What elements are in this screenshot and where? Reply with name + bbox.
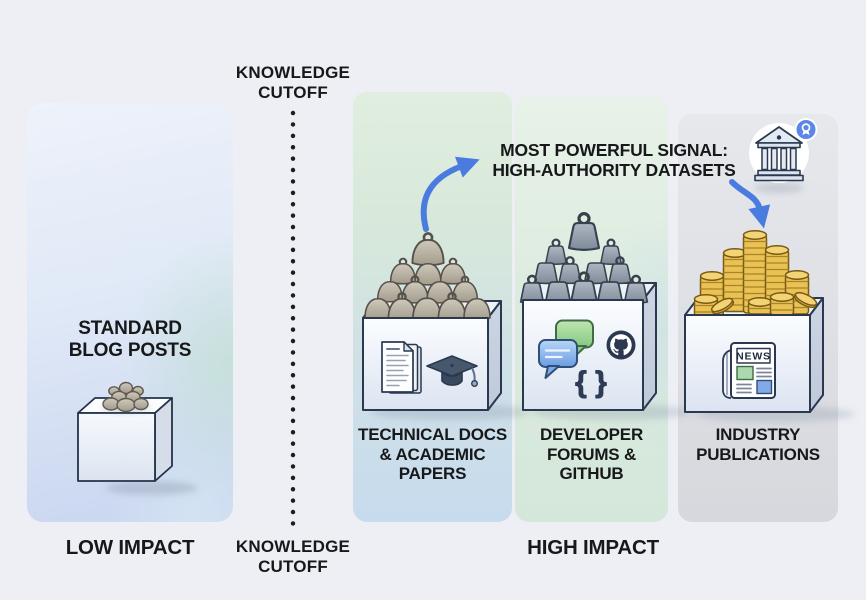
knowledge-cutoff-label-bottom: KNOWLEDGE CUTOFF [213, 537, 373, 577]
label-line: INDUSTRY [715, 425, 801, 444]
news-masthead: NEWS [736, 351, 771, 363]
standard-blog-posts-label: STANDARD BLOG POSTS [40, 318, 220, 362]
authority-institution-icon [749, 118, 818, 193]
blog-cube-illustration [77, 381, 198, 495]
developer-box-illustration: { } [521, 214, 692, 420]
chat-bubbles-icon [538, 319, 594, 379]
label-line: FORUMS & [546, 444, 637, 464]
curly-braces-icon: { } [575, 366, 607, 399]
label-line: DEVELOPER [539, 425, 644, 444]
stone-weights-pile [364, 233, 491, 321]
gold-coin-stacks [693, 230, 818, 317]
graduation-cap-icon [426, 355, 478, 387]
label-line: HIGH-AUTHORITY DATASETS [492, 159, 736, 180]
low-impact-label: LOW IMPACT [65, 536, 195, 559]
label-line: TECHNICAL DOCS [358, 425, 507, 444]
most-powerful-signal-annotation: MOST POWERFUL SIGNAL: HIGH-AUTHORITY DAT… [464, 140, 764, 180]
label-line: KNOWLEDGE [235, 63, 351, 82]
label-line: BLOG POSTS [68, 340, 192, 361]
industry-publications-label: INDUSTRY PUBLICATIONS [678, 425, 838, 464]
label-line: CUTOFF [258, 83, 328, 102]
high-impact-label: HIGH IMPACT [527, 536, 659, 559]
technical-docs-label: TECHNICAL DOCS & ACADEMIC PAPERS [353, 425, 512, 484]
award-badge-icon [794, 118, 818, 141]
knowledge-cutoff-label-top: KNOWLEDGE CUTOFF [213, 63, 373, 103]
bank-building-icon [754, 126, 804, 182]
label-line: & ACADEMIC [379, 444, 486, 464]
label-line: PUBLICATIONS [696, 444, 820, 464]
technical-docs-box-illustration [362, 233, 530, 420]
label-line: MOST POWERFUL SIGNAL: [500, 140, 728, 160]
label-line: GITHUB [559, 464, 624, 483]
label-line: CUTOFF [258, 557, 328, 576]
signal-arrow-right [729, 179, 771, 229]
pebble-pile [102, 381, 150, 413]
label-line: PAPERS [398, 464, 467, 483]
document-stack-icon [381, 341, 422, 394]
industry-box-illustration: NEWS [684, 230, 855, 422]
newspaper-icon: NEWS [722, 342, 776, 399]
kettlebell-weights-pile [521, 214, 648, 305]
label-line: STANDARD [78, 318, 182, 339]
github-icon [606, 330, 636, 360]
developer-forums-label: DEVELOPER FORUMS & GITHUB [515, 425, 668, 484]
label-line: KNOWLEDGE [235, 537, 351, 556]
signal-arrow-left [420, 156, 480, 232]
